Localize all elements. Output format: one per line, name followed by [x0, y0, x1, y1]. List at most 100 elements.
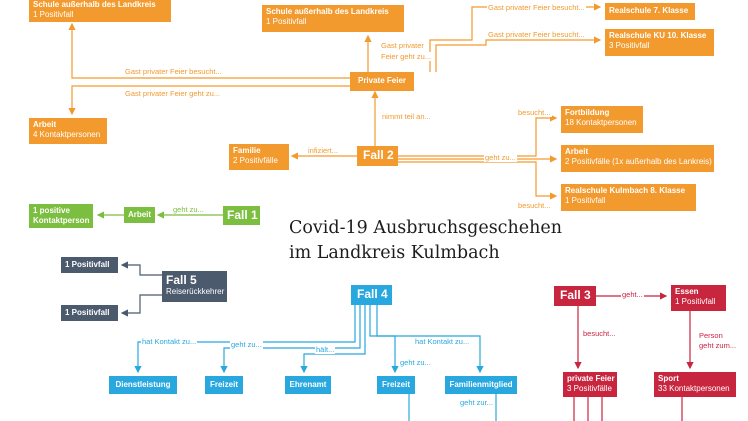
edge-fall5-top — [120, 261, 162, 276]
node-realschule-10: Realschule KU 10. Klasse 3 Positivfall — [605, 29, 714, 56]
node-title: Realschule KU 10. Klasse — [609, 31, 707, 40]
node-fall-4: Fall 4 — [351, 285, 392, 305]
label-nimmt-teil-an: nimmt teil an... — [381, 112, 432, 121]
node-subtitle: 33 Kontaktpersonen — [658, 384, 730, 393]
label-geht-zu-f1: geht zu... — [172, 205, 205, 214]
node-arbeit-kontakte: Arbeit 4 Kontaktpersonen — [29, 118, 107, 144]
node-title: Freizeit — [209, 380, 238, 389]
node-subtitle: Reiserückkehrer — [166, 287, 225, 296]
node-fall5-positivfall-bottom: 1 Positivfall — [61, 305, 118, 321]
label-gast-besucht-top: Gast privater Feier besucht... — [487, 3, 586, 12]
node-subtitle: 3 Positivfälle — [567, 384, 612, 393]
edge-fall2-fortbildung — [398, 114, 558, 157]
node-sport: Sport 33 Kontaktpersonen — [654, 372, 736, 397]
label-person: Person — [698, 331, 724, 340]
node-title: Familie — [233, 146, 261, 155]
node-title: 1 Positivfall — [65, 260, 110, 269]
label-gast-besucht-left: Gast privater Feier besucht... — [124, 67, 223, 76]
node-title: Arbeit — [565, 147, 589, 156]
node-title: Fall 1 — [227, 208, 258, 222]
label-infiziert: infiziert... — [307, 146, 340, 155]
node-subtitle: 1 Positivfall — [266, 17, 307, 26]
label-haelt: hält... — [315, 345, 336, 354]
edge-fall5-bottom — [120, 294, 162, 317]
node-title: Essen — [675, 287, 699, 296]
label-hat-kontakt-2: hat Kontakt zu... — [414, 337, 471, 346]
node-title: Ehrenamt — [289, 380, 327, 389]
node-title: Realschule Kulmbach 8. Klasse — [565, 186, 686, 195]
node-title: 1 positive — [33, 206, 70, 215]
node-subtitle: 2 Positivfälle — [233, 156, 278, 165]
node-realschule-7: Realschule 7. Klasse — [605, 3, 695, 20]
node-fall-2: Fall 2 — [357, 146, 398, 166]
node-title: Fall 4 — [357, 287, 388, 301]
title-line-1: Covid-19 Ausbruchsgeschehen — [289, 218, 563, 238]
edge-fall4-ehrenamt — [300, 305, 366, 374]
node-title: private Feier — [567, 374, 615, 383]
node-title: Realschule 7. Klasse — [609, 6, 689, 15]
node-fall-3: Fall 3 — [554, 286, 596, 306]
node-private-feier-rot: private Feier 3 Positivfälle — [563, 372, 617, 397]
node-title: Fall 3 — [560, 288, 591, 302]
edge-feier-down — [573, 397, 603, 421]
edge-fall4-freizeit1 — [220, 305, 361, 374]
label-geht-f3: geht... — [621, 290, 644, 299]
node-title: Private Feier — [357, 76, 407, 85]
node-positive-kontaktperson: 1 positive Kontaktperson — [29, 204, 93, 228]
label-geht-zur: geht zur... — [459, 398, 494, 407]
label-gast-geht-zu-left: Gast privater Feier geht zu... — [124, 89, 222, 98]
node-title: Freizeit — [381, 380, 410, 389]
node-title: Arbeit — [33, 120, 57, 129]
node-subtitle: 1 Positivfall — [675, 297, 716, 306]
node-fortbildung: Fortbildung 18 Kontaktpersonen — [561, 106, 643, 133]
node-fall-1: Fall 1 — [223, 206, 260, 225]
diagram-title: Covid-19 Ausbruchsgeschehen im Landkreis… — [289, 216, 562, 266]
node-fall5-positivfall-top: 1 Positivfall — [61, 257, 118, 273]
node-subtitle: 4 Kontaktpersonen — [33, 130, 101, 139]
node-title: Schule außerhalb des Landkreis — [266, 7, 389, 16]
node-subtitle: 18 Kontaktpersonen — [565, 118, 637, 127]
node-essen: Essen 1 Positivfall — [671, 285, 726, 311]
label-geht-zu-f2: geht zu... — [484, 153, 517, 162]
node-subtitle: Kontaktperson — [33, 216, 90, 225]
node-arbeit-positivfaelle: Arbeit 2 Positivfälle (1x außerhalb des … — [561, 145, 714, 172]
edge-feier-arbeit — [68, 85, 350, 116]
edge-fall4-familienmitglied — [376, 305, 484, 374]
edge-feier-realschule10 — [435, 36, 602, 72]
node-schule-ausserhalb-a: Schule außerhalb des Landkreis 1 Positiv… — [29, 0, 171, 22]
node-title: Fall 2 — [363, 148, 394, 162]
label-geht-zu-f4b: geht zu... — [399, 358, 432, 367]
edge-fall2-realschule8 — [398, 161, 558, 200]
node-schule-ausserhalb-b: Schule außerhalb des Landkreis 1 Positiv… — [262, 5, 404, 32]
node-subtitle: 2 Positivfälle (1x außerhalb des Lankrei… — [565, 157, 712, 166]
node-familienmitglied: Familienmitglied — [445, 376, 517, 394]
label-gast-besucht-top2: Gast privater Feier besucht... — [487, 30, 586, 39]
label-besucht-f2-low: besucht... — [517, 201, 552, 210]
label-gast-privater: Gast privater — [380, 41, 425, 50]
node-title: Schule außerhalb des Landkreis — [33, 0, 156, 9]
node-familie: Familie 2 Positivfälle — [229, 144, 289, 170]
node-ehrenamt: Ehrenamt — [285, 376, 331, 394]
label-geht-zu-f4a: geht zu... — [230, 340, 263, 349]
edge-feier-schule-a — [68, 22, 350, 79]
node-dienstleistung: Dienstleistung — [109, 376, 177, 394]
node-title: Sport — [658, 374, 679, 383]
label-feier-geht-zu: Feier geht zu... — [380, 52, 433, 61]
node-realschule-8: Realschule Kulmbach 8. Klasse 1 Positivf… — [561, 184, 696, 211]
node-title: Arbeit — [127, 210, 152, 219]
node-title: 1 Positivfall — [65, 308, 110, 317]
node-title: Fortbildung — [565, 108, 610, 117]
node-fall-5: Fall 5 Reiserückkehrer — [162, 271, 227, 302]
node-title: Fall 5 — [166, 273, 197, 287]
label-besucht-f3: besucht... — [582, 329, 617, 338]
label-geht-zum: geht zum... — [698, 341, 738, 350]
node-freizeit-1: Freizeit — [205, 376, 243, 394]
node-subtitle: 1 Positivfall — [33, 10, 74, 19]
label-besucht-f2: besucht... — [517, 108, 552, 117]
node-subtitle: 3 Positivfall — [609, 41, 650, 50]
title-line-2: im Landkreis Kulmbach — [289, 243, 500, 263]
edge-fall4-freizeit2 — [369, 305, 399, 374]
node-arbeit-fall1: Arbeit — [124, 207, 155, 223]
